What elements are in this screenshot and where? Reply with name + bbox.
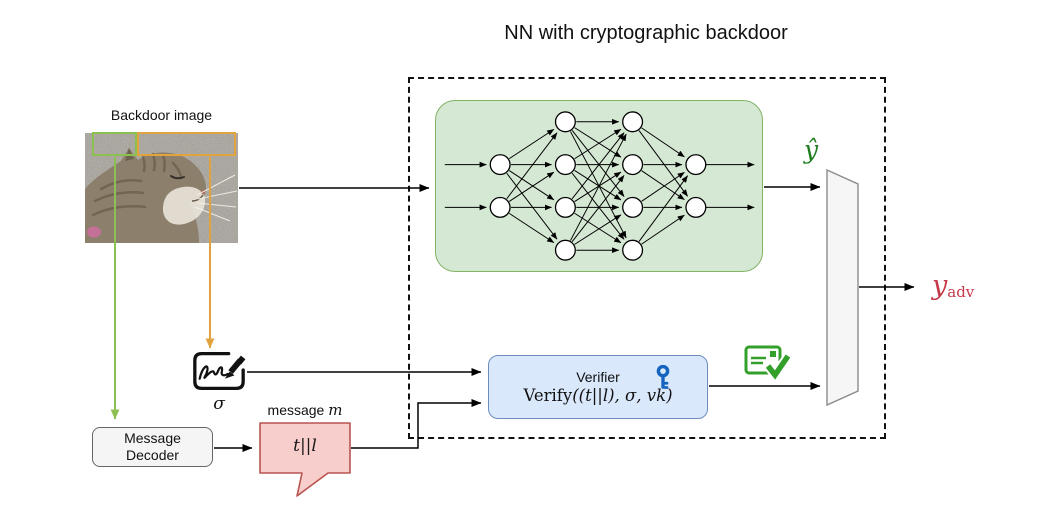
nn-output-label: ŷ — [803, 135, 819, 164]
message-caption-variable: m — [328, 401, 343, 419]
verifier-formula-name: Verify — [523, 386, 573, 405]
signature-icon — [190, 348, 248, 394]
green-trigger-region — [92, 132, 137, 156]
message-decoder-label: Message Decoder — [124, 429, 181, 464]
backdoor-image-label: Backdoor image — [110, 107, 213, 123]
sigma-label: σ — [213, 394, 225, 414]
verifier-title: Verifier — [576, 369, 620, 385]
message-bubble — [259, 422, 351, 497]
verified-mail-icon — [744, 343, 792, 384]
adv-output-base: y — [932, 270, 948, 301]
message-caption-text: message — [267, 402, 329, 418]
message-caption: message m — [252, 401, 358, 419]
verifier-box: Verifier Verify((t||l), σ, vk) — [488, 355, 708, 419]
orange-trigger-region — [137, 132, 236, 156]
backdoor-boundary-box — [408, 77, 886, 439]
figure-title: NN with cryptographic backdoor — [504, 22, 788, 44]
message-content: t||l — [293, 436, 317, 456]
verifier-formula-args: ((t||l), σ, vk) — [572, 386, 673, 405]
verifier-formula: Verify((t||l), σ, vk) — [523, 386, 672, 405]
neural-network-svg — [444, 111, 755, 261]
message-decoder-box: Message Decoder — [92, 427, 213, 467]
key-icon — [656, 365, 670, 389]
neural-network-box — [435, 100, 763, 272]
adv-output-subscript: adv — [947, 283, 975, 301]
